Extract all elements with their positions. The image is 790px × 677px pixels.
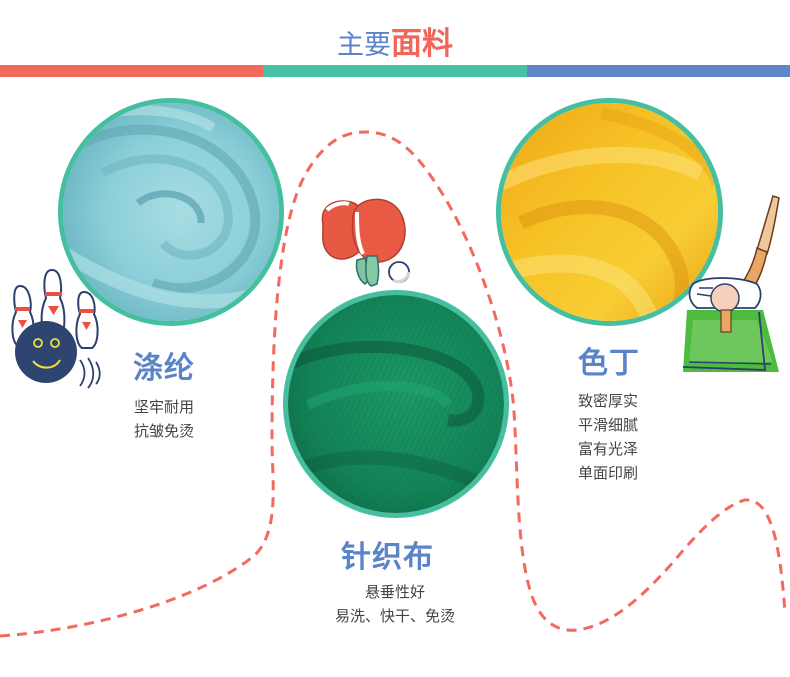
fabric-features-satin: 致密厚实 平滑细腻 富有光泽 单面印刷 bbox=[578, 389, 638, 485]
divider-teal-segment bbox=[263, 65, 527, 77]
satin-swatch bbox=[496, 98, 723, 326]
cricket-icon bbox=[683, 195, 780, 372]
tricolor-divider bbox=[0, 65, 790, 77]
satin-fabric-image bbox=[501, 103, 718, 321]
fabric-features-knit: 悬垂性好 易洗、快干、免烫 bbox=[325, 580, 465, 628]
section-title: 主要面料 bbox=[0, 24, 790, 69]
feature-line: 悬垂性好 bbox=[364, 583, 425, 601]
fabric-name-polyester: 涤纶 bbox=[133, 351, 195, 386]
fabric-name-knit: 针织布 bbox=[341, 540, 434, 575]
feature-line: 致密厚实 bbox=[578, 392, 639, 410]
feature-line: 坚牢耐用 bbox=[134, 398, 195, 416]
fabric-name-satin: 色丁 bbox=[578, 346, 640, 381]
divider-red-segment bbox=[0, 65, 264, 77]
feature-line: 抗皱免烫 bbox=[134, 422, 195, 440]
knit-swatch bbox=[283, 290, 509, 518]
polyester-fabric-image bbox=[63, 103, 279, 321]
knit-fabric-image bbox=[288, 295, 504, 513]
title-part-highlight: 面料 bbox=[391, 26, 453, 62]
feature-line: 富有光泽 bbox=[578, 440, 639, 458]
fabric-features-polyester: 坚牢耐用 抗皱免烫 bbox=[134, 395, 194, 443]
feature-line: 平滑细腻 bbox=[578, 416, 639, 434]
feature-line: 单面印刷 bbox=[578, 464, 639, 482]
ping-pong-icon bbox=[321, 198, 411, 287]
title-part-main: 主要 bbox=[337, 30, 391, 61]
polyester-swatch bbox=[58, 98, 284, 326]
divider-blue-segment bbox=[526, 65, 790, 77]
bowling-icon bbox=[11, 268, 101, 389]
feature-line: 易洗、快干、免烫 bbox=[334, 607, 455, 625]
